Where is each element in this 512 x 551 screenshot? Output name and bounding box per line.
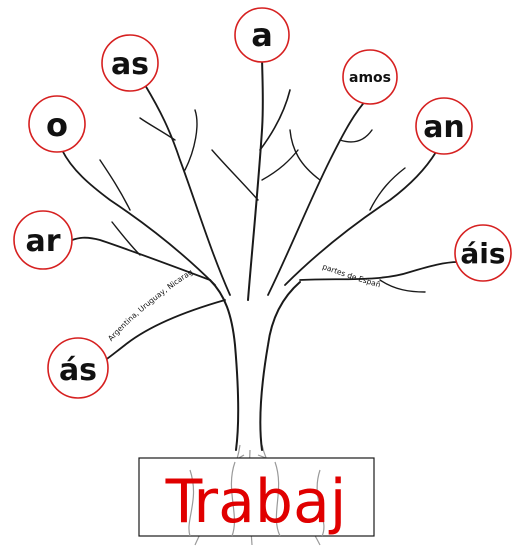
ending-label-amos: amos <box>349 70 391 86</box>
ending-label-o: o <box>46 106 68 144</box>
ending-label-ar: ar <box>25 224 60 259</box>
stem-box: Trabaj <box>138 457 375 537</box>
ending-bubble-amos: amos <box>342 49 398 105</box>
ending-bubble-o: o <box>28 95 86 153</box>
ending-bubble-as-voseo: ás <box>47 337 109 399</box>
ending-bubble-ais: áis <box>454 224 512 282</box>
ending-label-a: a <box>251 16 273 54</box>
ending-label-as: as <box>111 47 149 82</box>
ending-label-as-voseo: ás <box>59 353 97 388</box>
tree-branches <box>61 51 459 367</box>
ending-bubble-as: as <box>101 34 159 92</box>
tree-trunk <box>209 279 301 451</box>
ending-bubble-ar: ar <box>13 210 73 270</box>
ending-bubble-a: a <box>234 7 290 63</box>
ending-label-an: an <box>423 110 465 145</box>
verb-stem: Trabaj <box>165 467 347 537</box>
ending-label-ais: áis <box>460 237 505 270</box>
ending-bubble-an: an <box>415 97 473 155</box>
voseo-regions-label: Argentina, Uruguay, Nicaragua <box>0 0 195 343</box>
